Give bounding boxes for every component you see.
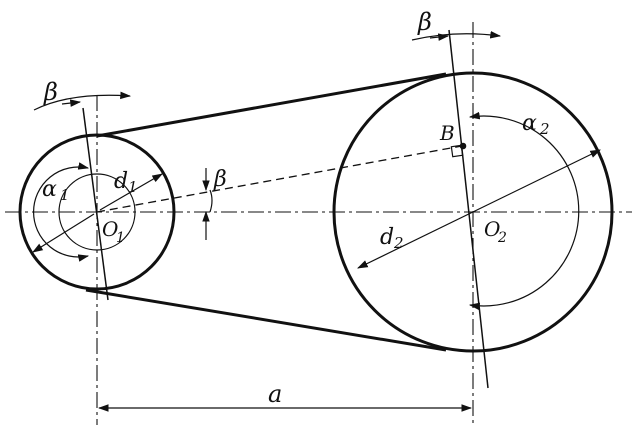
alpha1-arc [33, 162, 90, 262]
alpha2-arc [468, 111, 580, 311]
label-beta-mid: β [213, 167, 227, 192]
label-alpha1: α [42, 177, 57, 202]
large-pulley-outline [332, 71, 614, 353]
dashed-line-o1-b [96, 145, 463, 213]
label-d1-sub: 1 [128, 178, 138, 196]
label-o1: O [102, 217, 118, 241]
tilted-line-o2 [448, 29, 489, 389]
label-alpha1-sub: 1 [60, 186, 70, 204]
belt-lower-run [85, 288, 447, 352]
beta-arc-right [411, 30, 502, 41]
label-beta-right: β [417, 8, 432, 36]
tilted-line-o1 [82, 107, 109, 301]
label-a: a [268, 380, 282, 408]
beta-arrow-left-tick [61, 99, 82, 107]
beta-arc-left [33, 91, 132, 111]
point-b [459, 142, 467, 150]
d1-dimension-line-lower [32, 213, 95, 253]
belt-upper-run [96, 72, 447, 138]
label-d2-sub: 2 [393, 234, 404, 252]
label-beta-left: β [43, 78, 58, 106]
label-d2: d [380, 225, 394, 250]
label-o1-sub: 1 [116, 230, 125, 246]
d1-dimension-line [99, 173, 163, 211]
label-d1: d [114, 169, 128, 194]
beta-mid-arc [209, 189, 213, 213]
label-alpha2-sub: 2 [539, 120, 550, 138]
label-alpha2: α [522, 111, 537, 136]
label-o2-sub: 2 [497, 230, 507, 246]
label-o2: O [484, 217, 500, 241]
small-pulley-arc-inner [58, 173, 136, 251]
beta-arrow-right-tick [429, 33, 450, 41]
label-b: B [439, 121, 455, 145]
